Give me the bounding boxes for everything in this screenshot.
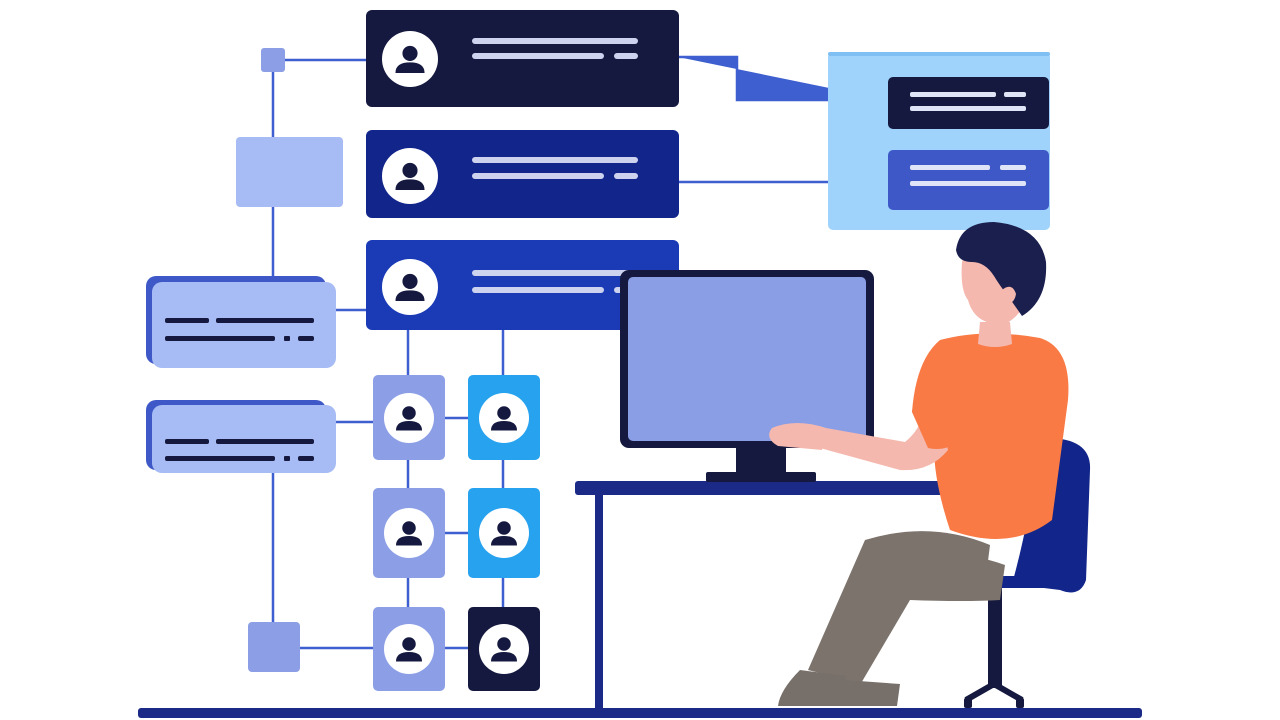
user-silhouette-icon <box>396 521 422 546</box>
user-avatar-icon <box>479 393 529 443</box>
team-node <box>373 488 445 578</box>
detail-card-1 <box>888 77 1049 129</box>
desk <box>575 481 950 708</box>
team-node <box>468 375 540 460</box>
shoe-back <box>830 680 900 706</box>
user-avatar-icon <box>479 508 529 558</box>
detail-card-2 <box>888 150 1049 210</box>
user-silhouette-icon <box>395 162 425 190</box>
bottom-connector-square <box>248 622 300 672</box>
leg-front <box>808 531 990 680</box>
light-placeholder-block <box>236 137 343 207</box>
user-silhouette-icon <box>396 637 422 662</box>
team-node <box>373 375 445 460</box>
hand <box>769 423 826 450</box>
top-connector-square <box>261 48 285 72</box>
user-silhouette-icon <box>396 406 422 431</box>
user-silhouette-icon <box>395 45 425 73</box>
monitor <box>620 270 874 482</box>
arm <box>820 410 948 471</box>
profile-card-1 <box>366 10 679 107</box>
team-node <box>373 607 445 691</box>
leg-back <box>820 555 1005 685</box>
ear <box>1002 286 1016 305</box>
hair <box>956 222 1047 316</box>
user-silhouette-icon <box>395 273 425 301</box>
user-avatar-icon <box>382 259 438 315</box>
user-avatar-icon <box>384 393 434 443</box>
shoe-front <box>778 670 846 706</box>
user-silhouette-icon <box>491 521 517 546</box>
user-avatar-icon <box>384 508 434 558</box>
floor-line <box>138 708 1142 718</box>
profile-card-3 <box>366 240 679 330</box>
shirt <box>912 333 1069 539</box>
user-silhouette-icon <box>491 406 517 431</box>
user-avatar-icon <box>479 624 529 674</box>
person-at-desk <box>769 222 1069 706</box>
user-avatar-icon <box>382 31 438 87</box>
team-node <box>468 607 540 691</box>
user-avatar-icon <box>384 624 434 674</box>
side-text-card-1 <box>146 276 336 368</box>
profile-card-2 <box>366 130 679 218</box>
side-text-card-2 <box>146 400 336 473</box>
user-silhouette-icon <box>491 637 517 662</box>
user-avatar-icon <box>382 148 438 204</box>
team-node-grid <box>373 375 540 691</box>
detail-panel <box>828 52 1050 230</box>
team-node <box>468 488 540 578</box>
